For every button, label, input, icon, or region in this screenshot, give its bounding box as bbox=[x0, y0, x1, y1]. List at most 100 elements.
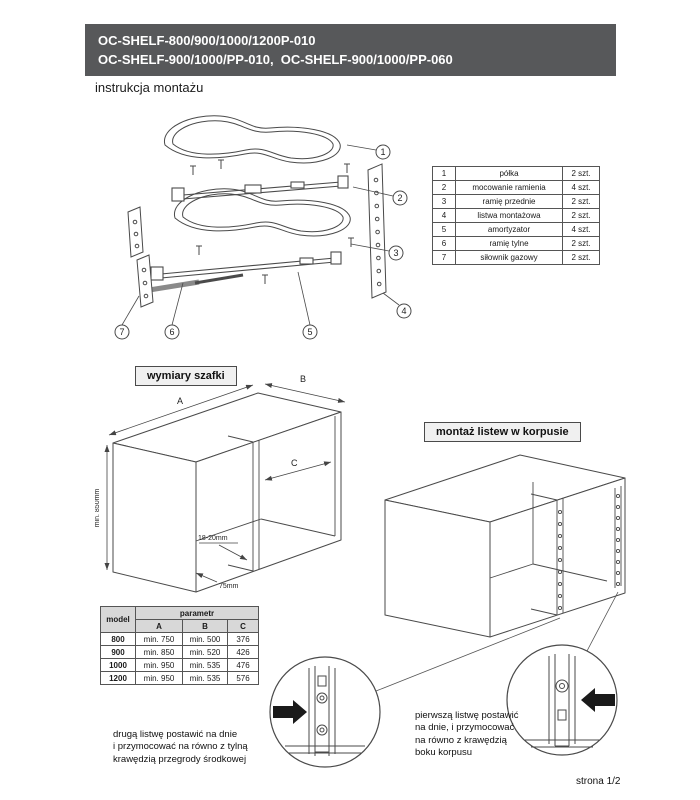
model-header-cell: model bbox=[100, 606, 136, 633]
parts-row: 5 amortyzator 4 szt. bbox=[432, 222, 600, 237]
arms-and-struts bbox=[142, 175, 349, 294]
dim-c-label: C bbox=[291, 458, 298, 468]
model-cell: 800 bbox=[100, 632, 136, 646]
callout-numbers: 1 2 3 4 5 6 7 bbox=[119, 147, 406, 337]
cabinet-dim-table: model parametr A B C 800 min. 750 min. 5… bbox=[100, 606, 259, 685]
callout-leaders bbox=[121, 144, 400, 326]
dim-row: 900 min. 850 min. 520 426 bbox=[100, 645, 259, 659]
dim-b-cell: min. 520 bbox=[182, 645, 228, 659]
part-name: półka bbox=[455, 166, 563, 181]
dim-b-cell: min. 500 bbox=[182, 632, 228, 646]
dim-height-label: min. 850mm bbox=[95, 489, 101, 528]
dimension-labels: A B C min. 850mm 18-20mm 75mm bbox=[95, 374, 306, 590]
kidney-shelves bbox=[164, 115, 351, 237]
part-qty: 2 szt. bbox=[562, 166, 600, 181]
callout-5: 5 bbox=[307, 327, 312, 337]
part-name: ramię tylne bbox=[455, 236, 563, 251]
col-a-header: A bbox=[135, 619, 183, 633]
part-qty: 2 szt. bbox=[562, 236, 600, 251]
part-name: amortyzator bbox=[455, 222, 563, 237]
model-cell: 1200 bbox=[100, 671, 136, 685]
detail-circles bbox=[269, 644, 618, 768]
section-label-rails: montaż listew w korpusie bbox=[424, 422, 581, 442]
note-second-rail: drugą listwę postawić na dnie i przymoco… bbox=[113, 729, 248, 765]
dim-a-cell: min. 750 bbox=[135, 632, 183, 646]
part-name: mocowanie ramienia bbox=[455, 180, 563, 195]
col-c-header: C bbox=[227, 619, 259, 633]
note-first-rail: pierwszą listwę postawić na dnie, i przy… bbox=[415, 710, 519, 759]
parts-row: 4 listwa montażowa 2 szt. bbox=[432, 208, 600, 223]
dim-b-cell: min. 535 bbox=[182, 658, 228, 672]
parts-row: 1 półka 2 szt. bbox=[432, 166, 600, 181]
dim-front-label: 75mm bbox=[219, 583, 239, 590]
dim-row: 1000 min. 950 min. 535 476 bbox=[100, 658, 259, 672]
callout-2: 2 bbox=[397, 193, 402, 203]
model-header-bar: OC-SHELF-800/900/1000/1200P-010 OC-SHELF… bbox=[85, 24, 616, 76]
mounting-rails bbox=[127, 163, 387, 308]
dim-row: 800 min. 750 min. 500 376 bbox=[100, 632, 259, 646]
col-b-header: B bbox=[182, 619, 228, 633]
cabinet2-interior bbox=[489, 482, 608, 616]
dim-header-row: model parametr bbox=[100, 606, 259, 633]
cabinet-interior bbox=[195, 416, 336, 572]
cabinet-dimensions-diagram: A B C min. 850mm 18-20mm 75mm bbox=[95, 374, 346, 593]
callout-7: 7 bbox=[119, 327, 124, 337]
model-cell: 1000 bbox=[100, 658, 136, 672]
parts-row: 2 mocowanie ramienia 4 szt. bbox=[432, 180, 600, 195]
arrow-right-icon bbox=[273, 700, 307, 724]
exploded-assembly-diagram: 1 2 3 4 5 6 7 bbox=[114, 115, 412, 340]
dim-c-cell: 476 bbox=[227, 658, 259, 672]
part-qty: 4 szt. bbox=[562, 180, 600, 195]
detail-left-rail-view bbox=[273, 666, 365, 756]
cabinet2-body bbox=[384, 454, 626, 638]
dim-row: 1200 min. 950 min. 535 576 bbox=[100, 671, 259, 685]
part-number: 5 bbox=[432, 222, 456, 237]
part-number: 1 bbox=[432, 166, 456, 181]
part-qty: 2 szt. bbox=[562, 194, 600, 209]
dimension-lines bbox=[104, 383, 346, 583]
part-qty: 2 szt. bbox=[562, 250, 600, 265]
callout-4: 4 bbox=[401, 306, 406, 316]
dim-c-cell: 576 bbox=[227, 671, 259, 685]
parts-table: 1 półka 2 szt. 2 mocowanie ramienia 4 sz… bbox=[432, 166, 600, 265]
mounting-rails-installed bbox=[557, 486, 622, 611]
part-name: siłownik gazowy bbox=[455, 250, 563, 265]
part-qty: 2 szt. bbox=[562, 208, 600, 223]
detail-right-rail-view bbox=[525, 654, 615, 748]
dim-gap-label: 18-20mm bbox=[198, 535, 228, 542]
parts-row: 3 ramię przednie 2 szt. bbox=[432, 194, 600, 209]
model-cell: 900 bbox=[100, 645, 136, 659]
part-qty: 4 szt. bbox=[562, 222, 600, 237]
dim-c-cell: 426 bbox=[227, 645, 259, 659]
part-number: 7 bbox=[432, 250, 456, 265]
screws bbox=[190, 159, 354, 284]
part-name: listwa montażowa bbox=[455, 208, 563, 223]
part-number: 4 bbox=[432, 208, 456, 223]
dim-b-cell: min. 535 bbox=[182, 671, 228, 685]
dim-a-label: A bbox=[177, 396, 183, 406]
detail-leader-lines bbox=[375, 591, 619, 692]
part-number: 3 bbox=[432, 194, 456, 209]
page-subtitle: instrukcja montażu bbox=[95, 80, 204, 95]
part-number: 6 bbox=[432, 236, 456, 251]
page-number: strona 1/2 bbox=[576, 776, 621, 787]
dim-c-cell: 376 bbox=[227, 632, 259, 646]
cabinet-body bbox=[112, 392, 342, 593]
part-name: ramię przednie bbox=[455, 194, 563, 209]
model-line-2: OC-SHELF-900/1000/PP-010, OC-SHELF-900/1… bbox=[98, 52, 453, 67]
param-header-cell: parametr bbox=[135, 606, 259, 620]
arrow-left-icon bbox=[581, 688, 615, 712]
dim-b-label: B bbox=[300, 374, 306, 384]
dim-a-cell: min. 950 bbox=[135, 658, 183, 672]
section-label-dimensions: wymiary szafki bbox=[135, 366, 237, 386]
rail-mounting-diagram bbox=[269, 454, 626, 768]
dim-a-cell: min. 950 bbox=[135, 671, 183, 685]
dim-a-cell: min. 850 bbox=[135, 645, 183, 659]
part-number: 2 bbox=[432, 180, 456, 195]
dim-subheader-row: A B C bbox=[101, 619, 259, 633]
parts-row: 6 ramię tylne 2 szt. bbox=[432, 236, 600, 251]
callout-3: 3 bbox=[393, 248, 398, 258]
callout-6: 6 bbox=[169, 327, 174, 337]
parts-row: 7 siłownik gazowy 2 szt. bbox=[432, 250, 600, 265]
